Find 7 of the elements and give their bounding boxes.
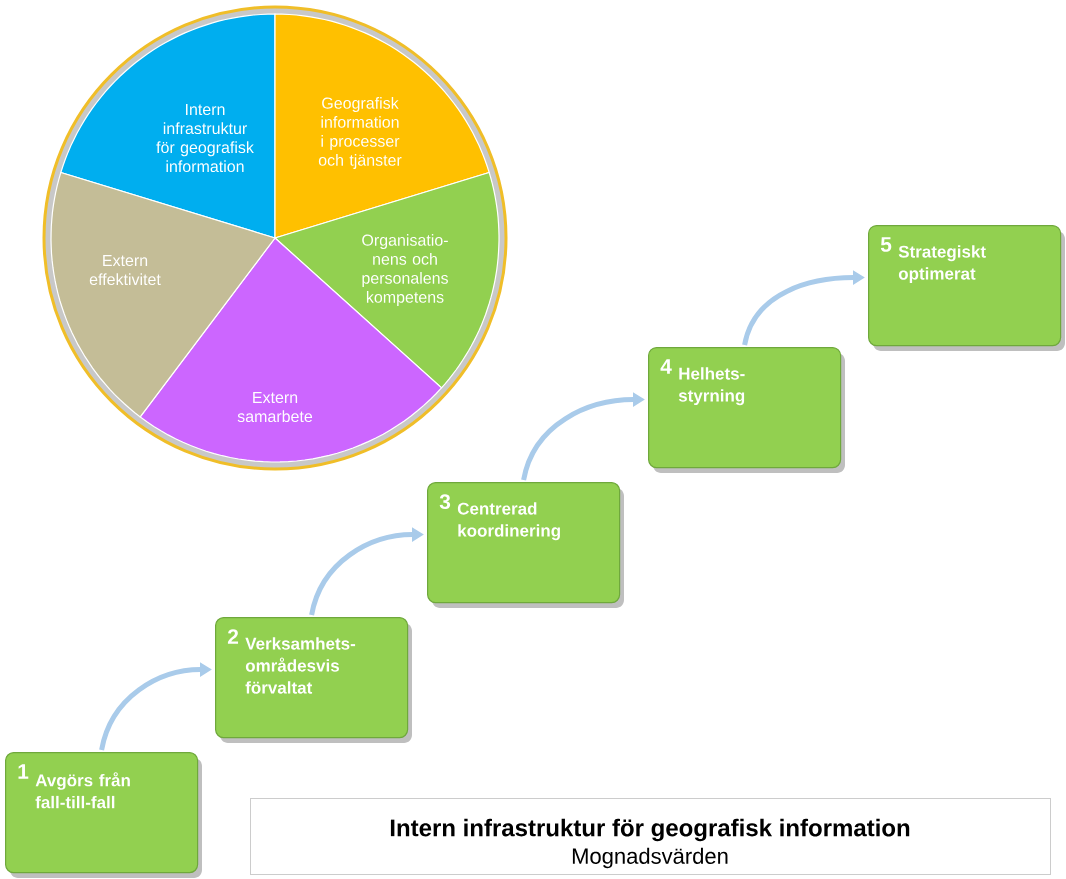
pie-slice: Intern infrastruktur för geografisk information	[60, 13, 276, 239]
title-box: Intern infrastruktur för geografisk information Mognadsvärden	[250, 798, 1051, 875]
step-box: 5 Strategiskt optimerat	[868, 225, 1065, 351]
step-box: 4 Helhets-styrning	[648, 347, 845, 473]
step-box: 3 Centrerad koordinering	[427, 482, 624, 608]
step-box: 2 Verksamhets-områdesvis förvaltat	[215, 617, 412, 743]
step-box: 1 Avgörs från fall-till-fall	[5, 752, 202, 878]
